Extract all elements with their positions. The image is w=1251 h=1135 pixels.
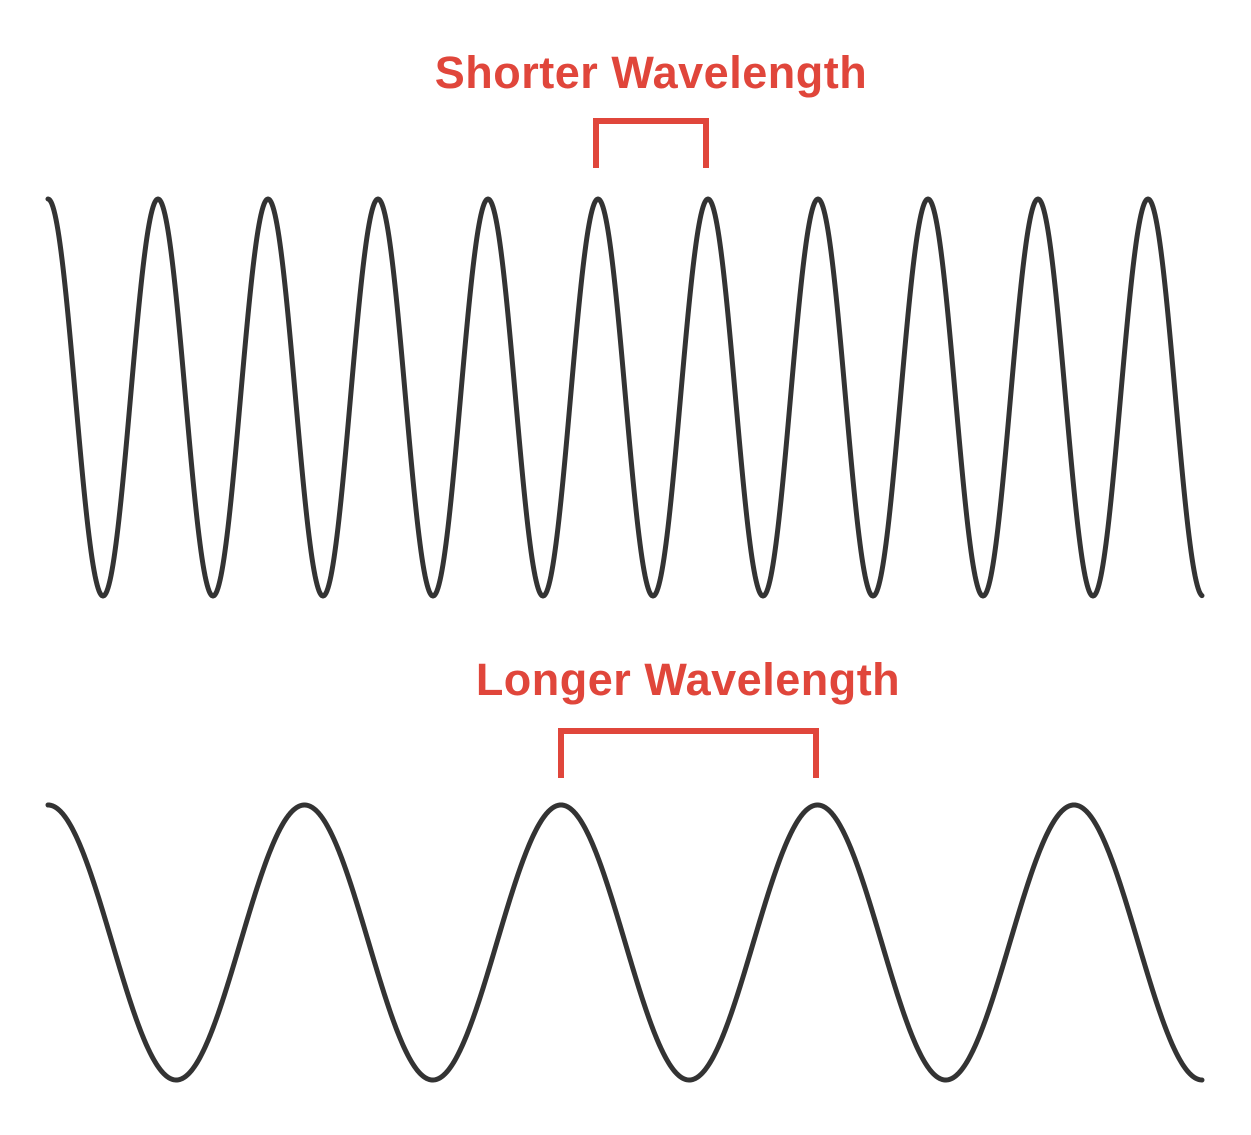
shorter-wavelength-bracket xyxy=(593,118,709,168)
shorter-wave-line xyxy=(45,196,1205,599)
longer-wavelength-bracket xyxy=(558,728,819,778)
longer-wavelength-label: Longer Wavelength xyxy=(475,654,901,705)
longer-wave-line xyxy=(45,802,1205,1083)
shorter-wavelength-label: Shorter Wavelength xyxy=(434,47,868,98)
